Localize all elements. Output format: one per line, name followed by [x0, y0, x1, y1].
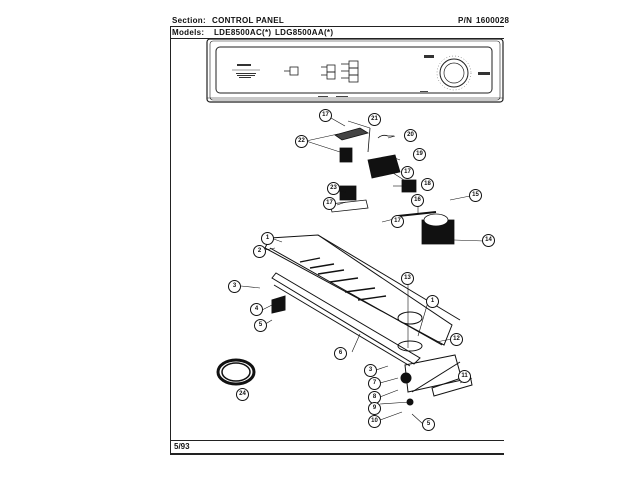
callout-19: 19	[413, 148, 426, 161]
panel-temp-buttons	[321, 60, 359, 83]
footer-rule-bottom	[170, 453, 504, 455]
callout-15: 15	[469, 189, 482, 202]
model-1: LDE8500AC(*)	[214, 28, 272, 37]
leader-lines	[240, 117, 485, 425]
callout-21: 21	[368, 113, 381, 126]
callout-18: 18	[421, 178, 434, 191]
panel-timer-dial	[318, 55, 490, 97]
callout-17: 17	[319, 109, 332, 122]
callout-22: 22	[295, 135, 308, 148]
callout-9: 9	[368, 402, 381, 415]
part-number-value: 1600028	[476, 16, 510, 25]
callout-3: 3	[364, 364, 377, 377]
callout-17: 17	[401, 166, 414, 179]
callout-4: 4	[250, 303, 263, 316]
callout-5: 5	[422, 418, 435, 431]
part-number-label: P/N	[458, 16, 473, 25]
callout-2: 2	[253, 245, 266, 258]
callout-17: 17	[391, 215, 404, 228]
callout-17: 17	[323, 197, 336, 210]
callout-3: 3	[228, 280, 241, 293]
callout-10: 10	[368, 415, 381, 428]
callout-1: 1	[261, 232, 274, 245]
upper-components	[329, 127, 455, 245]
callout-6: 6	[334, 347, 347, 360]
callout-16: 16	[411, 194, 424, 207]
frame-left-border	[170, 26, 171, 454]
control-panel-chassis	[264, 234, 473, 406]
callout-23: 23	[327, 182, 340, 195]
wire-harness	[216, 358, 256, 386]
callout-12: 12	[450, 333, 463, 346]
callout-24: 24	[236, 388, 249, 401]
revision-date: 5/93	[174, 442, 190, 451]
callout-11: 11	[458, 370, 471, 383]
callout-5: 5	[254, 319, 267, 332]
callout-14: 14	[482, 234, 495, 247]
callout-7: 7	[368, 377, 381, 390]
section-value: CONTROL PANEL	[212, 16, 285, 25]
callout-13: 13	[401, 272, 414, 285]
header-rule-top	[170, 26, 504, 27]
control-panel-fascia	[206, 38, 504, 103]
model-2: LDG8500AA(*)	[275, 28, 334, 37]
callout-20: 20	[404, 129, 417, 142]
panel-logo-area	[232, 64, 260, 78]
footer-rule-top	[170, 440, 504, 441]
models-label: Models:	[172, 28, 205, 37]
panel-start-button	[284, 66, 299, 76]
section-label: Section:	[172, 16, 206, 25]
callout-1: 1	[426, 295, 439, 308]
